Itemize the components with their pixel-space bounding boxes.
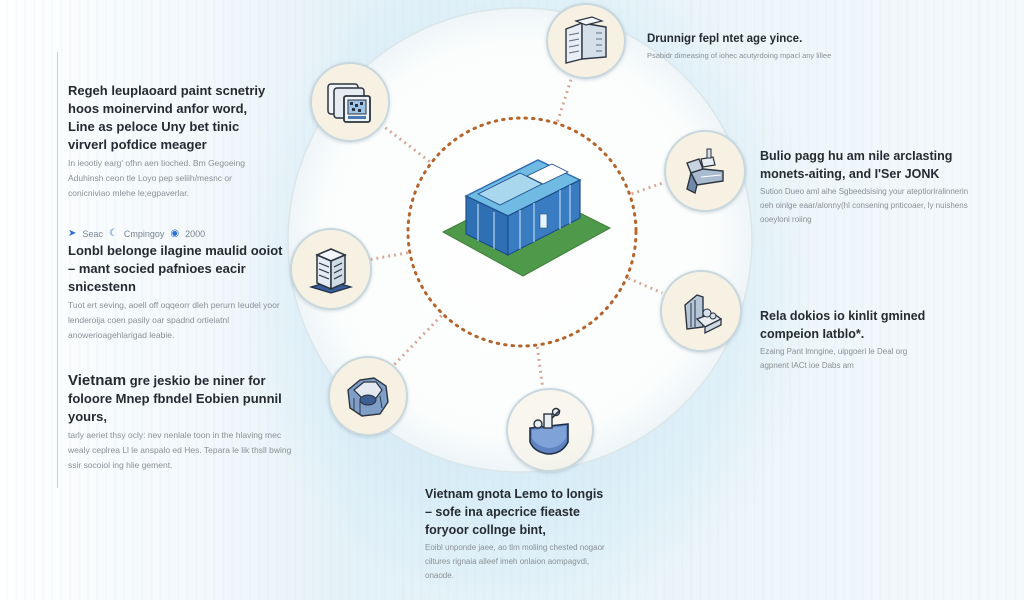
central-building-icon[interactable] bbox=[441, 159, 612, 277]
spoke-tower-node bbox=[535, 346, 545, 389]
right-block-1-title: Drunnigr fepl ntet age yince. bbox=[647, 33, 803, 45]
left-block-3: Vietnam gre jeskio be niner for foloore … bbox=[68, 372, 303, 473]
tower-node[interactable] bbox=[290, 228, 372, 310]
left-block-1-title: Regeh leuplaoard paint scnetriy hoos moi… bbox=[68, 83, 266, 152]
bottom-block-title: Vietnam gnota Lemo to longis – sofe ina … bbox=[425, 487, 604, 537]
machine-icon bbox=[684, 294, 723, 335]
left-block-3-title-text: gre jeskio be niner for foloore Mnep fbn… bbox=[68, 373, 282, 424]
left-block-3-body: tarly aeriet thsy ocly: nev nenlale toon… bbox=[68, 430, 292, 470]
spoke-server-rack-node bbox=[556, 76, 574, 123]
left-divider bbox=[57, 52, 58, 488]
globe-icon: ◉ bbox=[170, 228, 180, 239]
left-block-1: Regeh leuplaoard paint scnetriy hoos moi… bbox=[68, 82, 273, 201]
left-block-2: ➤ Seac ☾ Cmpingoy ◉ 2000 Lonbl belonge i… bbox=[68, 228, 283, 343]
left-block-1-body: In ieootiy earg' ofhn aen Iioched. Bm Ge… bbox=[68, 158, 245, 198]
control-panel-node[interactable] bbox=[310, 62, 390, 142]
left-block-2-title: Lonbl belonge ilagine maulid ooiot – man… bbox=[68, 243, 283, 294]
meta-source: Seac bbox=[82, 228, 103, 239]
bottom-block: Vietnam gnota Lemo to longis – sofe ina … bbox=[425, 485, 610, 583]
inner-dotted-ring bbox=[406, 116, 638, 348]
right-block-2-body: Sution Dueo aml aihe Sgbeedsising your a… bbox=[760, 187, 969, 224]
spoke-control-panel-node bbox=[379, 123, 431, 163]
robot-arm-icon bbox=[686, 148, 724, 195]
moon-icon: ☾ bbox=[108, 228, 118, 239]
right-block-3-title: Rela dokios io kinlit gmined compeion Ia… bbox=[760, 309, 926, 341]
right-block-3-body: Ezaing Pant lmngine, uipgoeri le Deal or… bbox=[760, 347, 908, 370]
machine-node[interactable] bbox=[660, 270, 742, 352]
left-block-3-lead: Vietnam bbox=[68, 372, 127, 389]
terrain-icon bbox=[347, 377, 389, 417]
basin-node[interactable] bbox=[506, 388, 594, 472]
meta-year: 2000 bbox=[185, 228, 206, 239]
spoke-basin-node bbox=[627, 276, 663, 295]
spokes bbox=[368, 76, 666, 389]
control-panel-icon bbox=[327, 83, 371, 123]
basin-icon bbox=[529, 407, 569, 455]
meta-row: ➤ Seac ☾ Cmpingoy ◉ 2000 bbox=[68, 228, 283, 239]
spoke-machine-node bbox=[368, 251, 409, 262]
bottom-block-body: Eoibl unponde jaee, ao tlm moliing chest… bbox=[425, 543, 605, 580]
left-block-3-title: Vietnam gre jeskio be niner for foloore … bbox=[68, 372, 303, 426]
bird-icon: ➤ bbox=[68, 228, 77, 239]
hub-diagram bbox=[287, 7, 753, 473]
right-block-2: Bulio pagg hu am nile arcIasting monets-… bbox=[760, 147, 975, 227]
right-block-3: Rela dokios io kinlit gmined compeion Ia… bbox=[760, 307, 935, 373]
server-rack-icon bbox=[565, 16, 607, 64]
tower-icon bbox=[308, 248, 354, 294]
left-block-2-body: Tuot ert seving, aoell off oqqeorr dleh … bbox=[68, 300, 280, 340]
server-rack-node[interactable] bbox=[546, 3, 626, 79]
robot-arm-node[interactable] bbox=[664, 130, 746, 212]
right-block-2-title: Bulio pagg hu am nile arcIasting monets-… bbox=[760, 149, 953, 181]
right-block-1: Drunnigr fepl ntet age yince. Psabidr di… bbox=[647, 30, 887, 62]
terrain-node[interactable] bbox=[328, 356, 408, 436]
meta-category: Cmpingoy bbox=[123, 228, 165, 239]
right-block-1-body: Psabidr dimeasing of iohec acutyrdoing m… bbox=[647, 51, 832, 60]
